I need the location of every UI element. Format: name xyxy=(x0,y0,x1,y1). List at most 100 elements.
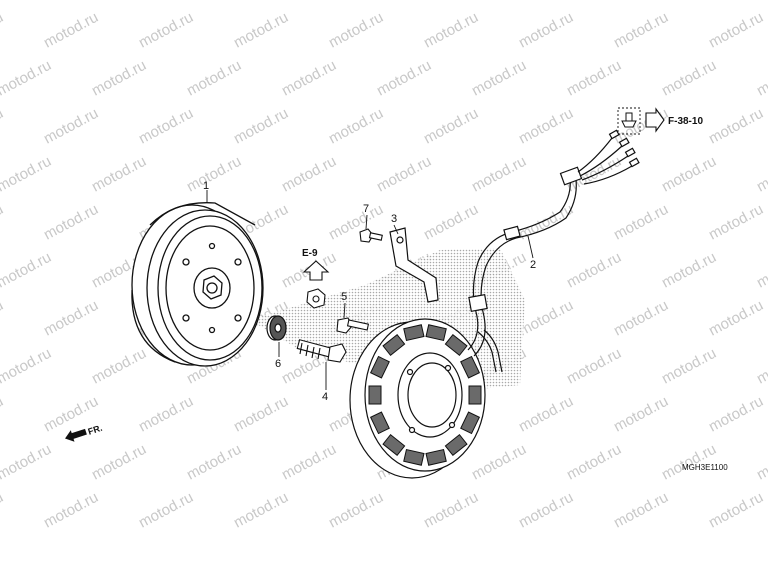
stator-tooth xyxy=(444,333,468,356)
reference-f3810-label: F-38-10 xyxy=(668,116,703,127)
callout-2: 2 xyxy=(530,259,536,271)
watermark-text: motod.ru xyxy=(564,249,624,292)
watermark-text: motod.ru xyxy=(706,201,766,244)
watermark-text: motod.ru xyxy=(469,57,529,100)
watermark-text: motod.ru xyxy=(611,9,671,52)
bolt-icon xyxy=(621,112,637,128)
watermark-text: motod.ru xyxy=(279,57,339,100)
diagram-code: MGH3E1100 xyxy=(682,463,728,472)
callout-6: 6 xyxy=(275,358,281,370)
watermark-text: motod.ru xyxy=(564,345,624,388)
watermark-text: motod.ru xyxy=(41,9,101,52)
watermark-text: motod.ru xyxy=(516,9,576,52)
callout-3: 3 xyxy=(391,213,397,225)
wire-clamp-bracket xyxy=(389,227,439,303)
watermark-text: motod.ru xyxy=(0,105,6,148)
flywheel-rotor xyxy=(131,202,264,367)
watermark-text: motod.ru xyxy=(231,9,291,52)
watermark-text: motod.ru xyxy=(516,489,576,532)
watermark-text: motod.ru xyxy=(659,57,719,100)
watermark-text: motod.ru xyxy=(659,249,719,292)
watermark-text: motod.ru xyxy=(136,393,196,436)
watermark-text: motod.ru xyxy=(0,249,54,292)
direction-label: FR. xyxy=(87,423,104,437)
stator-tooth xyxy=(403,324,425,342)
watermark-text: motod.ru xyxy=(326,9,386,52)
stator-bolt xyxy=(336,317,370,334)
watermark-text: motod.ru xyxy=(326,489,386,532)
watermark-text: motod.ru xyxy=(184,441,244,484)
watermark-text: motod.ru xyxy=(326,105,386,148)
watermark-text: motod.ru xyxy=(279,441,339,484)
watermark-text: motod.ru xyxy=(754,249,768,292)
watermark-text: motod.ru xyxy=(231,105,291,148)
watermark-text: motod.ru xyxy=(421,201,481,244)
bracket-bolt xyxy=(359,228,383,243)
watermark-text: motod.ru xyxy=(421,489,481,532)
watermark-text: motod.ru xyxy=(41,201,101,244)
watermark-text: motod.ru xyxy=(659,345,719,388)
stator-tooth xyxy=(382,333,406,356)
stator-tooth xyxy=(460,411,481,435)
watermark-text: motod.ru xyxy=(421,9,481,52)
reference-e9: E-9 xyxy=(302,248,330,281)
watermark-text: motod.ru xyxy=(611,297,671,340)
watermark-text: motod.ru xyxy=(279,153,339,196)
right-arrow-icon xyxy=(645,107,665,133)
watermark-text: motod.ru xyxy=(0,201,6,244)
watermark-text: motod.ru xyxy=(611,105,671,148)
watermark-text: motod.ru xyxy=(706,105,766,148)
watermark-text: motod.ru xyxy=(516,105,576,148)
watermark-text: motod.ru xyxy=(706,297,766,340)
stator-wire-harness xyxy=(467,129,640,373)
stator-tooth xyxy=(460,355,481,379)
watermark-text: motod.ru xyxy=(469,153,529,196)
stator-tooth xyxy=(425,324,447,342)
watermark-text: motod.ru xyxy=(754,441,768,484)
stator-tooth xyxy=(369,411,390,435)
watermark-text: motod.ru xyxy=(0,441,54,484)
watermark-text: motod.ru xyxy=(516,297,576,340)
watermark-text: motod.ru xyxy=(564,57,624,100)
flange-nut xyxy=(306,288,326,309)
stator-coil xyxy=(349,318,486,479)
watermark-text: motod.ru xyxy=(659,153,719,196)
watermark-text: motod.ru xyxy=(0,393,6,436)
watermark-text: motod.ru xyxy=(754,57,768,100)
watermark-text: motod.ru xyxy=(41,297,101,340)
callout-4: 4 xyxy=(322,391,328,403)
direction-arrow-icon xyxy=(65,428,87,442)
stator-tooth xyxy=(425,448,447,466)
watermark-text: motod.ru xyxy=(231,489,291,532)
watermark-text: motod.ru xyxy=(136,9,196,52)
watermark-text: motod.ru xyxy=(89,153,149,196)
up-arrow-icon xyxy=(302,260,330,281)
watermark-text: motod.ru xyxy=(706,9,766,52)
watermark-text: motod.ru xyxy=(611,489,671,532)
watermark-text: motod.ru xyxy=(706,393,766,436)
watermark-text: motod.ru xyxy=(0,9,6,52)
watermark-text: motod.ru xyxy=(374,57,434,100)
reference-f3810: F-38-10 xyxy=(617,107,703,135)
watermark-text: motod.ru xyxy=(374,153,434,196)
stator-tooth xyxy=(382,434,406,457)
watermark-text: motod.ru xyxy=(136,105,196,148)
stator-tooth xyxy=(369,355,390,379)
watermark-text: motod.ru xyxy=(516,393,576,436)
stator-tooth xyxy=(468,385,482,405)
watermark-text: motod.ru xyxy=(706,489,766,532)
watermark-text: motod.ru xyxy=(184,153,244,196)
watermark-text: motod.ru xyxy=(41,105,101,148)
stator-tooth xyxy=(444,434,468,457)
watermark-text: motod.ru xyxy=(89,441,149,484)
washer xyxy=(266,315,287,341)
watermark-text: motod.ru xyxy=(516,201,576,244)
watermark-text: motod.ru xyxy=(89,57,149,100)
watermark-text: motod.ru xyxy=(41,489,101,532)
callout-5: 5 xyxy=(341,291,347,303)
watermark-text: motod.ru xyxy=(421,105,481,148)
stator-tooth xyxy=(368,385,382,405)
watermark-text: motod.ru xyxy=(469,441,529,484)
watermark-text: motod.ru xyxy=(89,345,149,388)
watermark-text: motod.ru xyxy=(136,489,196,532)
